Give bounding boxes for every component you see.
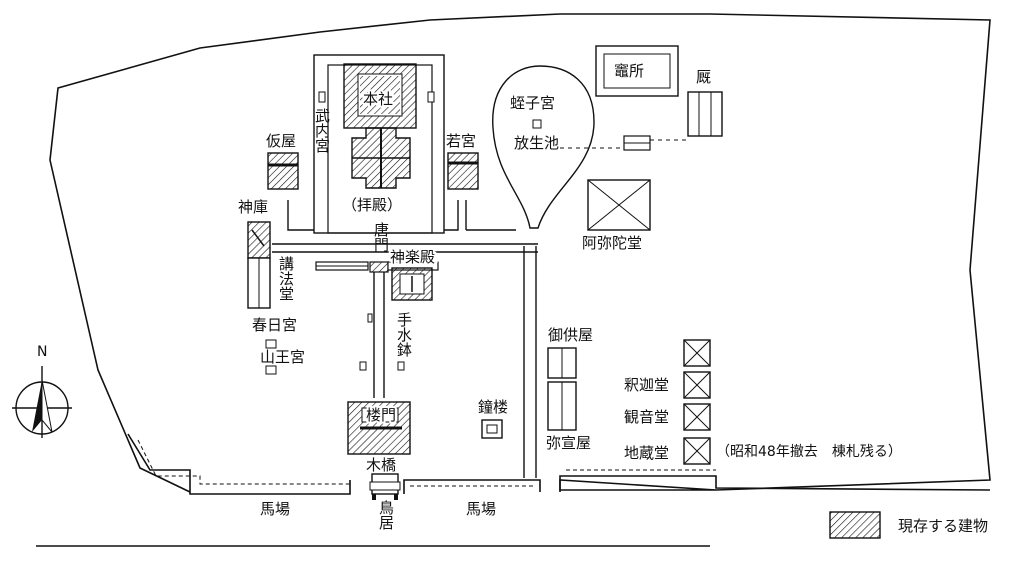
precinct-boundary xyxy=(49,13,991,493)
label-jizo-note: （昭和48年撤去 棟札残る） xyxy=(716,444,902,460)
karamon-gate xyxy=(369,261,389,273)
label-baba-left: 馬場 xyxy=(260,500,290,518)
legend-text: 現存する建物 xyxy=(898,517,988,535)
label-wakamiya: 若宮 xyxy=(446,132,476,150)
label-baba-right: 馬場 xyxy=(466,500,496,518)
label-kawaya: 厩 xyxy=(696,68,711,86)
shaka-building xyxy=(683,339,711,367)
label-kariya: 仮屋 xyxy=(266,132,296,150)
label-kamado: 竈所 xyxy=(614,62,644,80)
kariya-building xyxy=(267,152,299,190)
label-shoro: 鐘楼 xyxy=(478,398,508,416)
label-yanori: 弥宣屋 xyxy=(546,434,591,452)
label-honsha: 本社 xyxy=(363,90,393,108)
kasuga-shrine xyxy=(265,339,277,349)
label-takeuchi: 武内宮 xyxy=(313,108,331,153)
label-kasuga: 春日宮 xyxy=(252,316,297,334)
label-chozu: 手水鉢 xyxy=(395,312,413,357)
compass-rose-icon xyxy=(12,366,72,438)
courtyard-wall-west xyxy=(287,200,314,231)
label-koudou: 講法堂 xyxy=(277,256,295,301)
legend-swatch xyxy=(829,511,881,539)
precinct-boundary-south-right xyxy=(403,479,541,494)
label-ebisu: 蛭子宮 xyxy=(510,94,555,112)
torii-gate xyxy=(372,494,376,500)
label-houseichi: 放生池 xyxy=(514,134,559,152)
label-jinko: 神庫 xyxy=(238,198,268,216)
label-north: N xyxy=(37,344,47,360)
label-kagura: 神楽殿 xyxy=(390,248,435,266)
wakamiya-building xyxy=(447,152,479,190)
precinct-boundary-south-left-dashed xyxy=(137,439,350,485)
label-gokuya: 御供屋 xyxy=(548,326,593,344)
label-torii: 鳥居 xyxy=(377,499,395,530)
label-jizo: 地蔵堂 xyxy=(624,444,669,462)
label-kannon: 観音堂 xyxy=(624,408,669,426)
label-mokkyo: 木橋 xyxy=(366,456,396,474)
shaka-building-2 xyxy=(683,371,711,399)
precinct-boundary-south-left xyxy=(127,433,351,495)
label-sanno: 山王宮 xyxy=(260,348,305,366)
label-romon: 楼門 xyxy=(366,406,396,424)
kawaya-building xyxy=(687,91,723,137)
label-amida: 阿弥陀堂 xyxy=(582,234,642,252)
houseichi-pond xyxy=(492,65,595,229)
sanno-shrine xyxy=(265,365,277,375)
label-karamon: 唐門 xyxy=(372,222,390,253)
courtyard-wall-east xyxy=(444,200,459,231)
label-haiden: （拝殿） xyxy=(342,196,402,214)
precinct-boundary-southeast xyxy=(559,475,991,492)
kannon-building xyxy=(683,403,711,431)
jizo-building xyxy=(683,437,711,465)
label-shaka: 釈迦堂 xyxy=(624,376,669,394)
